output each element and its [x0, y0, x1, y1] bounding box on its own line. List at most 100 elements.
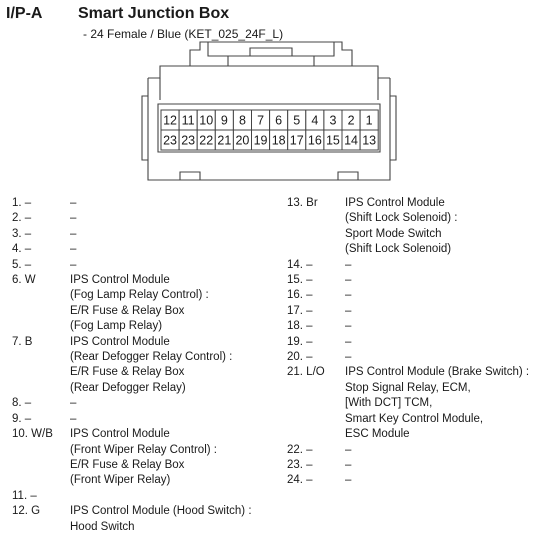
pin-entry: 17. – –	[287, 304, 543, 319]
pin-description: IPS Control Module	[70, 274, 170, 287]
pin-description: IPS Control Module (Hood Switch) :	[70, 505, 252, 518]
pin-label: 21. L/O	[287, 366, 325, 379]
pin-entry: 8. ––	[12, 396, 282, 411]
pin-label: 17. –	[287, 304, 313, 317]
pin-description: –	[70, 397, 77, 410]
pin-description: E/R Fuse & Relay Box	[70, 366, 185, 379]
pin-description: E/R Fuse & Relay Box	[70, 458, 185, 471]
pin-label: 13. Br	[287, 197, 318, 209]
pin-entry: 1. – –	[12, 196, 282, 211]
pin-number: 16	[308, 134, 322, 148]
pin-number: 15	[326, 134, 340, 148]
pin-description: IPS Control Module	[345, 197, 445, 209]
pin-description: –	[345, 335, 352, 348]
pin-label: 20. –	[287, 351, 313, 364]
pin-description: (Rear Defogger Relay Control) :	[70, 351, 233, 364]
pin-description: –	[345, 274, 352, 287]
pin-label: 10. W/B	[12, 428, 53, 441]
pin-description: (Fog Lamp Relay)	[70, 320, 163, 333]
pin-cell	[359, 129, 379, 151]
pin-entry: 24. ––	[287, 473, 543, 488]
pin-entry: 3. ––	[12, 227, 282, 242]
pin-description: IPS Control Module	[70, 428, 170, 441]
connector-subtitle: - 24 Female / Blue (KET_025_24F_L)	[83, 27, 284, 41]
pin-number: 17	[290, 134, 304, 148]
pin-number: 23	[163, 134, 177, 148]
pin-number: 13	[362, 134, 376, 148]
pin-description: Sport Mode Switch	[345, 227, 442, 240]
pin-number: 12	[163, 114, 177, 128]
pin-description: –	[70, 197, 77, 209]
pin-label: 2. –	[12, 212, 32, 225]
pin-description: IPS Control Module	[70, 335, 170, 348]
page-title: Smart Junction Box	[78, 5, 230, 22]
pin-number: 6	[275, 114, 282, 128]
pin-description: –	[345, 458, 352, 471]
pin-list-right: 13. Br IPS Control Module (Shift Lock Sole…	[287, 196, 543, 489]
pin-description: (Fog Lamp Relay Control) :	[70, 289, 209, 302]
pin-entry: 11. –	[12, 489, 282, 504]
pin-number: 2	[348, 114, 355, 128]
pin-label: 11. –	[12, 489, 37, 502]
pin-label: 3. –	[12, 227, 32, 240]
pin-description: Stop Signal Relay, ECM,	[345, 381, 471, 394]
pin-label: 23. –	[287, 458, 313, 471]
pin-label: 9. –	[12, 412, 32, 425]
pin-entry: 18. ––	[287, 319, 543, 334]
pin-number: 11	[182, 114, 195, 128]
pin-number: 1	[366, 114, 373, 128]
pin-label: 15. –	[287, 274, 313, 287]
pin-description: –	[70, 412, 77, 425]
pin-label: 5. –	[12, 258, 32, 271]
pin-label: 16. –	[287, 289, 313, 302]
pin-description: (Shift Lock Solenoid)	[345, 243, 452, 256]
pin-description: E/R Fuse & Relay Box	[70, 304, 185, 317]
pin-label: 6. W	[12, 274, 36, 287]
pin-label: 12. G	[12, 505, 41, 518]
pin-description: –	[70, 243, 77, 256]
pin-number: 3	[329, 114, 336, 128]
pin-description: Hood Switch	[70, 520, 135, 533]
pin-label: 24. –	[287, 474, 313, 487]
pin-entry: 20. – –	[287, 350, 543, 365]
pin-entry: 4. ––	[12, 242, 282, 257]
pin-label: 22. –	[287, 443, 313, 456]
pin-description: (Front Wiper Relay)	[70, 474, 171, 487]
pin-description	[70, 489, 282, 504]
pin-entry: 9. – –	[12, 412, 282, 427]
pin-label: 14. –	[287, 258, 313, 271]
pin-description: –	[345, 351, 352, 364]
pin-number: 8	[239, 114, 246, 128]
pin-number: 21	[217, 134, 231, 148]
pin-description: ESC Module	[345, 428, 410, 441]
pin-number: 19	[254, 134, 268, 148]
pin-description: (Shift Lock Solenoid) :	[345, 212, 458, 225]
connector-housing	[141, 41, 397, 181]
pin-description: (Front Wiper Relay Control) :	[70, 443, 217, 456]
pin-number: 14	[344, 134, 358, 148]
pin-description: [With DCT] TCM,	[345, 397, 433, 410]
pin-number: 4	[311, 114, 318, 128]
pin-number: 9	[221, 114, 228, 128]
pin-number: 7	[257, 114, 264, 128]
pin-description: (Rear Defogger Relay)	[70, 381, 186, 394]
pin-entry: 5. ––	[12, 258, 282, 273]
pin-number: 20	[235, 134, 249, 148]
pin-entry: 10. W/B IPS Control Module (Front Wiper Re…	[12, 427, 282, 489]
pin-entry: 2. – –	[12, 211, 282, 226]
pin-entry: 12. G IPS Control Module (Hood Switch) : H…	[12, 504, 282, 535]
pin-description: –	[70, 212, 77, 225]
pin-label: 18. –	[287, 320, 313, 333]
pin-description: –	[345, 304, 352, 317]
pin-description: –	[345, 258, 352, 271]
pin-label: 19. –	[287, 335, 313, 348]
pin-entry: 23. – –	[287, 458, 543, 473]
pin-entry: 15. – –	[287, 273, 543, 288]
pin-label: 1. –	[12, 197, 32, 209]
pin-number: 23	[181, 134, 195, 148]
pin-number: 10	[199, 114, 213, 128]
pin-entry: 22. ––	[287, 443, 543, 458]
